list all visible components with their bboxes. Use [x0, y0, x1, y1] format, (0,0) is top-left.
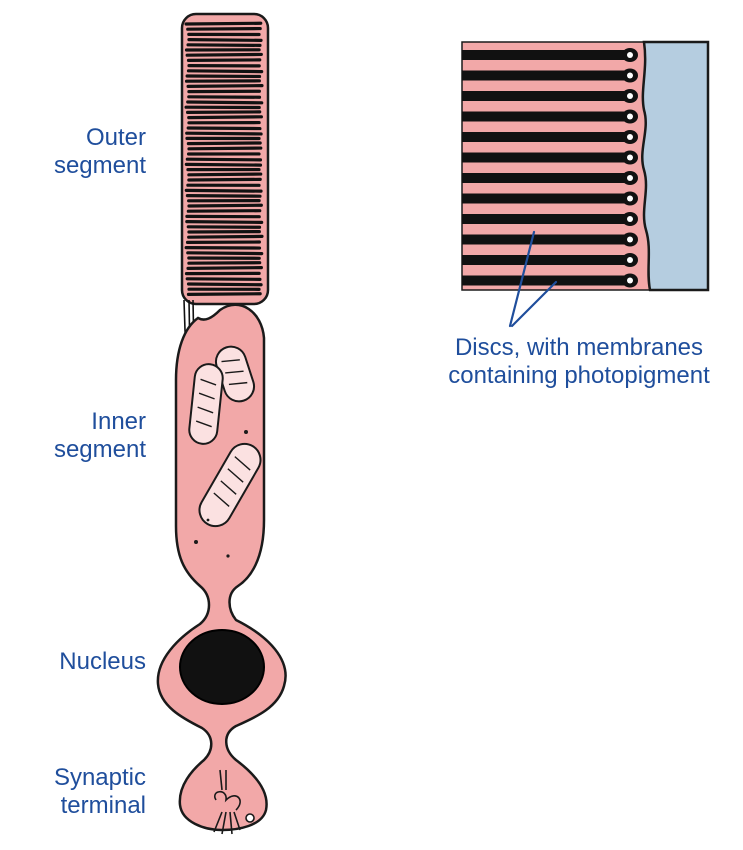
- nucleus-label-text: Nucleus: [59, 648, 146, 675]
- closeup-disc: [462, 171, 638, 185]
- outer-disc: [186, 282, 263, 287]
- synaptic-terminal-label-line2: terminal: [60, 792, 146, 819]
- closeup-disc: [462, 232, 638, 247]
- outer-disc: [186, 251, 264, 256]
- outer-disc: [184, 188, 263, 193]
- closeup-disc: [462, 68, 638, 83]
- closeup-disc: [462, 130, 638, 144]
- synaptic-terminal-label: Synaptic terminal: [30, 764, 146, 820]
- closeup-discs: [462, 48, 638, 288]
- outer-disc: [186, 209, 262, 213]
- outer-disc: [187, 37, 263, 42]
- closeup-disc: [462, 273, 638, 288]
- discs-label: Discs, with membranes containing photopi…: [424, 334, 734, 390]
- discs-label-line2: containing photopigment: [448, 362, 710, 389]
- rod-cell: [156, 12, 287, 835]
- outer-disc: [187, 146, 263, 151]
- outer-disc: [186, 69, 264, 74]
- extracellular-space: [641, 40, 710, 292]
- outer-disc: [187, 261, 262, 265]
- nucleus-label: Nucleus: [30, 648, 146, 676]
- outer-disc: [186, 84, 264, 89]
- closeup-disc: [462, 191, 638, 206]
- outer-disc: [185, 194, 262, 198]
- closeup-disc: [462, 150, 638, 165]
- outer-disc: [187, 172, 263, 177]
- outer-disc: [185, 131, 263, 136]
- mitochondrion-1: [214, 345, 256, 403]
- outer-segment-label: Outer segment: [30, 124, 146, 180]
- inner-segment-label: Inner segment: [30, 408, 146, 464]
- outer-disc: [185, 277, 262, 281]
- outer-segment: [180, 12, 270, 361]
- discs-pointer-lines: [508, 230, 558, 328]
- outer-disc: [185, 110, 262, 115]
- outer-segment-discs: [184, 21, 264, 296]
- outer-disc: [187, 177, 262, 182]
- outer-disc: [184, 21, 263, 26]
- inner-segment-label-line1: Inner: [91, 408, 146, 435]
- synaptic-terminal-label-line1: Synaptic: [53, 764, 146, 791]
- outer-disc: [186, 266, 263, 270]
- outer-disc: [186, 141, 262, 146]
- cytoplasm-granules: [194, 430, 248, 558]
- outer-disc: [186, 126, 262, 131]
- closeup-disc: [462, 48, 638, 62]
- nucleus-body: [179, 629, 265, 705]
- outer-disc: [184, 162, 263, 167]
- synaptic-terminal-structure: [213, 769, 255, 835]
- mitochondria: [188, 345, 262, 528]
- closeup-disc: [462, 109, 638, 124]
- inner-segment-label-line2: segment: [53, 436, 146, 463]
- outer-disc: [185, 220, 264, 224]
- outer-segment-label-line2: segment: [53, 152, 146, 179]
- discs-label-line1: Discs, with membranes: [454, 334, 704, 361]
- outer-disc: [186, 43, 262, 47]
- outer-segment-label-line1: Outer: [85, 124, 146, 151]
- closeup-disc: [462, 89, 638, 103]
- disc-closeup: [461, 40, 710, 328]
- outer-disc: [187, 115, 263, 120]
- outer-disc: [187, 234, 264, 239]
- mitochondrion-2: [188, 363, 224, 445]
- mitochondrion-3: [198, 442, 262, 528]
- outer-disc: [186, 26, 262, 31]
- outer-disc: [186, 292, 262, 296]
- closeup-disc: [462, 212, 638, 226]
- outer-disc: [187, 203, 263, 208]
- outer-disc: [185, 157, 263, 162]
- closeup-disc: [462, 253, 638, 267]
- outer-disc: [186, 58, 262, 63]
- outer-disc: [186, 100, 264, 105]
- outer-disc: [185, 52, 263, 57]
